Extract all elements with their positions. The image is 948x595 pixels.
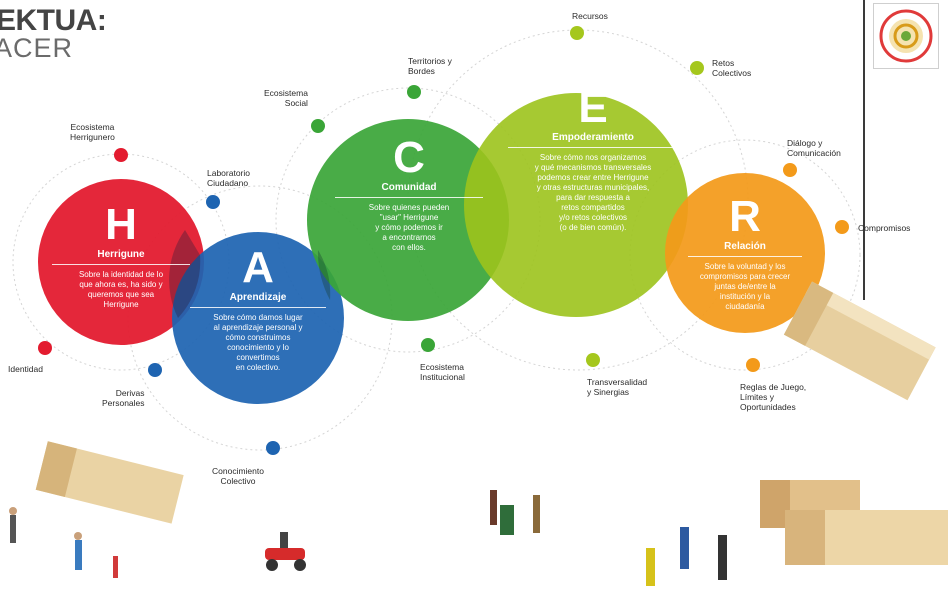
label-recursos: Recursos [572, 11, 608, 21]
circle-e-name: Empoderamiento [508, 132, 678, 148]
vertical-divider [863, 0, 865, 300]
circle-e [464, 93, 688, 317]
dot-laboratorio [206, 195, 220, 209]
seal-logo [873, 3, 939, 69]
dot-ecosistema-herrigunero [114, 148, 128, 162]
circle-h-name: Herrigune [52, 249, 190, 265]
label-compromisos: Compromisos [858, 223, 911, 233]
dot-dialogo [783, 163, 797, 177]
label-conocimiento-colectivo: Conocimiento Colectivo [212, 466, 264, 486]
circle-r-name: Relación [688, 241, 802, 257]
dot-retos [690, 61, 704, 75]
overlap-h-a [169, 230, 201, 318]
page-subtitle: ACER [0, 33, 74, 63]
circle-e-letter: E [578, 83, 608, 132]
circle-e-content: E Empoderamiento Sobre cómo nos organiza… [508, 86, 678, 233]
wood-block-left [35, 441, 184, 524]
dot-ecosistema-institucional [421, 338, 435, 352]
circle-c-letter: C [393, 133, 425, 182]
circle-r-letter: R [729, 192, 761, 241]
circle-r [665, 173, 825, 333]
label-transversalidad: Transversalidad y Sinergias [587, 377, 648, 397]
label-retos-colectivos: Retos Colectivos [712, 58, 752, 78]
label-territorios-bordes: Territorios y Bordes [408, 56, 452, 76]
circle-c [307, 119, 509, 321]
page-title: EKTUA: [0, 4, 107, 37]
wood-block-right-top [783, 281, 936, 401]
circle-c-description: Sobre quienes pueden "usar" Herrigune y … [368, 203, 450, 252]
circle-r-description: Sobre la voluntad y los compromisos para… [699, 262, 791, 311]
circle-a-description: Sobre cómo damos lugar al aprendizaje pe… [213, 313, 303, 372]
label-ecosistema-herrigunero: Ecosistema Herrigunero [70, 122, 115, 142]
circle-h-description: Sobre la identidad de lo que ahora es, h… [78, 270, 164, 309]
circle-a-content: A Aprendizaje Sobre cómo damos lugar al … [190, 246, 326, 373]
label-derivas-personales: Derivas Personales [102, 388, 145, 408]
circle-a [172, 232, 344, 404]
dot-reglas [746, 358, 760, 372]
circle-c-name: Comunidad [335, 182, 483, 198]
label-dialogo: Diálogo y Comunicación [787, 138, 841, 158]
wood-blocks-right-bottom [760, 480, 948, 565]
label-laboratorio-ciudadano: Laboratorio Ciudadano [207, 168, 251, 188]
dot-conocimiento [266, 441, 280, 455]
scooter-figure [265, 532, 306, 571]
dot-ecosistema-social [311, 119, 325, 133]
circle-r-content: R Relación Sobre la voluntad y los compr… [688, 195, 802, 312]
label-identidad: Identidad [8, 364, 43, 374]
overlap-a-c [317, 250, 331, 300]
label-ecosistema-social: Ecosistema Social [264, 88, 308, 108]
dot-compromisos [835, 220, 849, 234]
circle-e-description: Sobre cómo nos organizamos y qué mecanis… [534, 153, 652, 232]
dot-identidad [38, 341, 52, 355]
circle-a-letter: A [242, 243, 274, 292]
circle-h-letter: H [105, 200, 137, 249]
label-reglas: Reglas de Juego, Límites y Oportunidades [740, 382, 807, 412]
circle-c-content: C Comunidad Sobre quienes pueden "usar" … [335, 136, 483, 253]
node-dots [38, 26, 849, 455]
circle-h [38, 179, 204, 345]
dot-transversalidad [586, 353, 600, 367]
circle-h-content: H Herrigune Sobre la identidad de lo que… [52, 203, 190, 310]
label-ecosistema-institucional: Ecosistema Institucional [420, 362, 465, 382]
dot-derivas [148, 363, 162, 377]
miniature-figures [9, 490, 727, 586]
dot-territorios [407, 85, 421, 99]
seal-logo-icon [879, 9, 933, 63]
circle-a-name: Aprendizaje [190, 292, 326, 308]
dot-recursos [570, 26, 584, 40]
